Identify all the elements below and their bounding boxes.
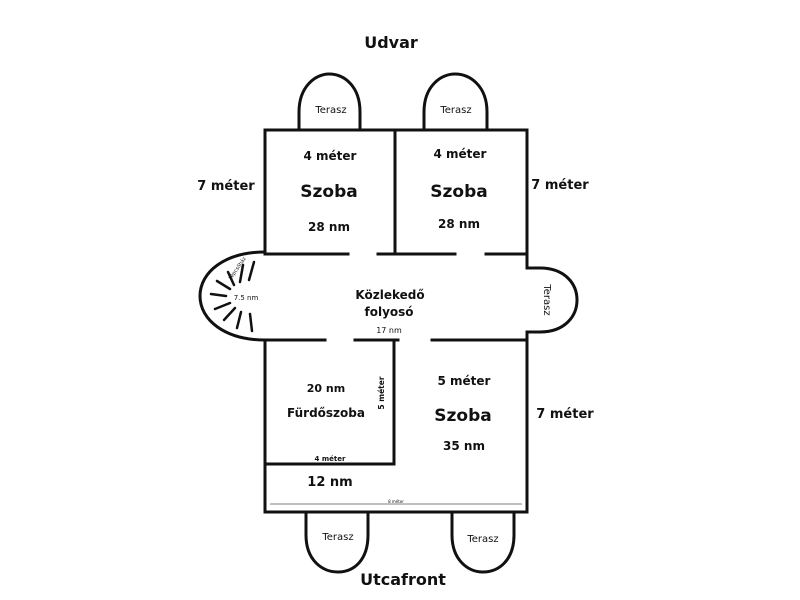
terrace-label-4: Terasz (321, 532, 353, 543)
label-udvar: Udvar (364, 33, 418, 52)
terrace-label-2: Terasz (439, 105, 471, 116)
room3-area: 35 nm (443, 439, 485, 453)
terraces (297, 72, 579, 574)
walls (263, 128, 529, 514)
stairwell: Lépcsőház 7.5 nm (198, 250, 266, 342)
bathroom-name: Fürdőszoba (287, 406, 365, 420)
bathroom-area: 20 nm (307, 382, 345, 395)
corridor-name-line2: folyosó (364, 305, 413, 319)
strip-dimension: 8 méter (388, 499, 404, 504)
terrace-top-right-outline (422, 72, 489, 130)
terrace-label-1: Terasz (314, 105, 346, 116)
terrace-label-3: Terasz (541, 283, 552, 315)
terrace-bottom-left-outline (304, 512, 370, 574)
terrace-right-outline (527, 266, 579, 334)
room3-dimension: 5 méter (438, 374, 491, 388)
stair-area: 7.5 nm (234, 294, 259, 302)
stair-steps (209, 260, 256, 333)
width-right-top: 7 méter (531, 178, 589, 193)
room2-area: 28 nm (438, 217, 480, 231)
terrace-top-left-outline (297, 72, 362, 130)
room2-dimension: 4 méter (434, 147, 487, 161)
terrace-label-5: Terasz (466, 534, 498, 545)
room2-name: Szoba (430, 182, 487, 202)
corridor-name-line1: Közlekedő (355, 288, 424, 302)
bathroom-bottom-dimension: 4 méter (315, 455, 346, 463)
label-utcafront: Utcafront (360, 570, 446, 589)
room3-name: Szoba (434, 406, 491, 426)
corridor-area: 17 nm (376, 326, 402, 335)
width-left-top: 7 méter (197, 179, 255, 194)
bathroom-side-dimension: 5 méter (377, 376, 386, 409)
room1-dimension: 4 méter (304, 149, 357, 163)
width-right-bottom: 7 méter (536, 407, 594, 422)
strip-area: 12 nm (307, 475, 352, 490)
terrace-bottom-right-outline (450, 512, 516, 574)
room1-area: 28 nm (308, 220, 350, 234)
room1-name: Szoba (300, 182, 357, 202)
stair-outline (198, 250, 266, 342)
